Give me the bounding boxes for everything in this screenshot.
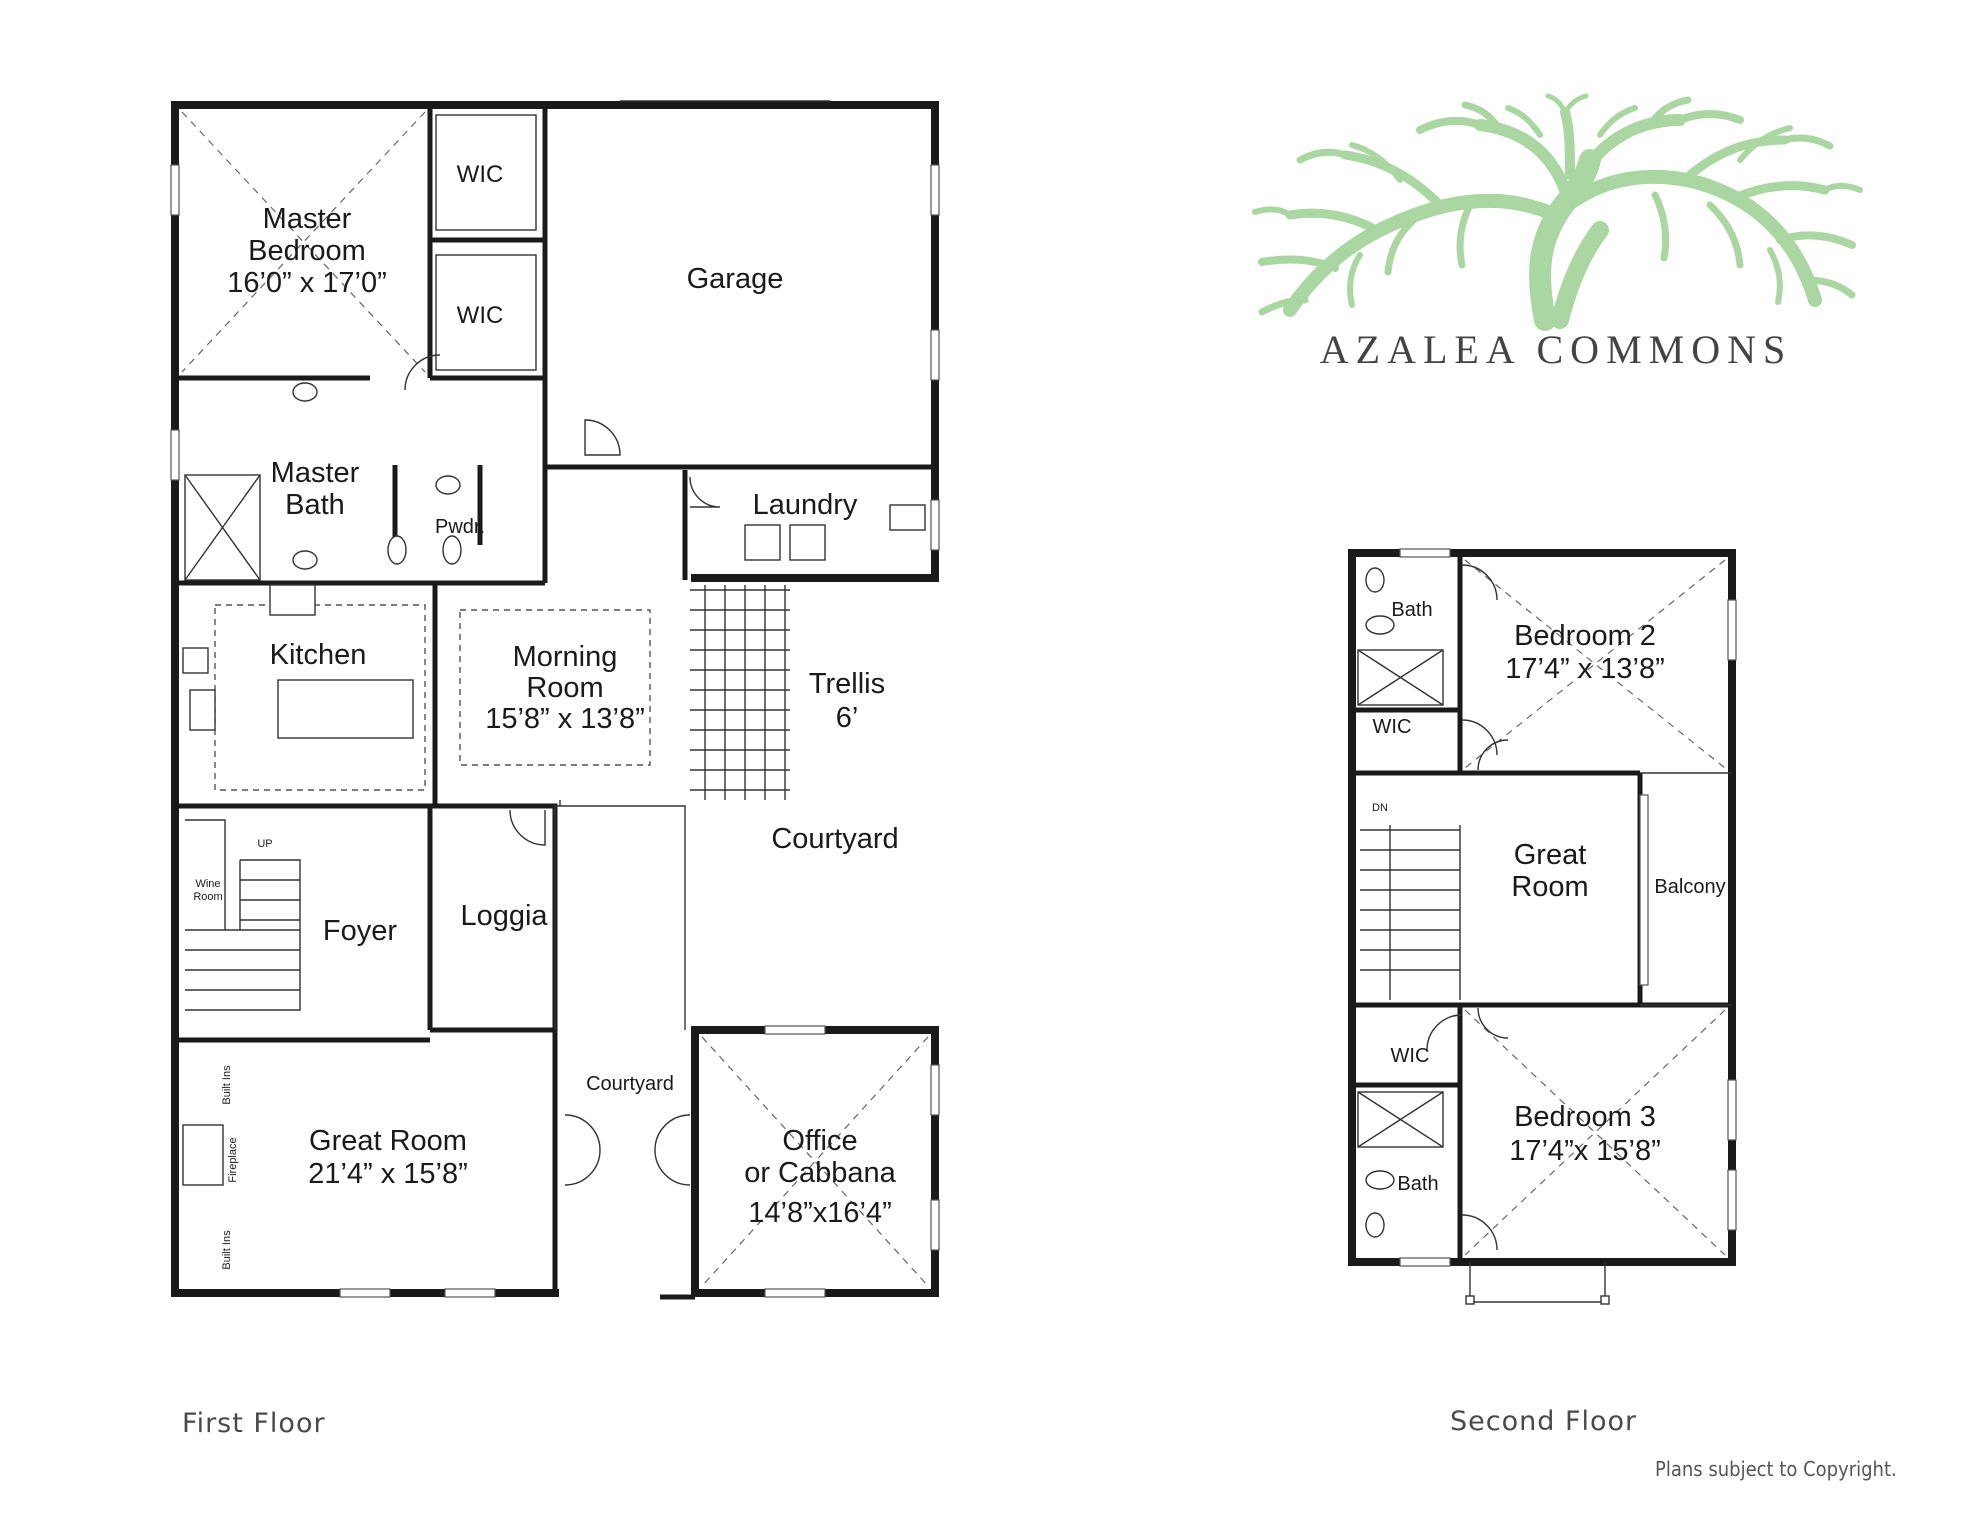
- first-floor-caption: First Floor: [182, 1408, 326, 1439]
- fireplace-label: Fireplace: [227, 1137, 239, 1182]
- built-ins-bottom-label: Built Ins: [221, 1230, 233, 1270]
- first-floor-labels: Master Bedroom 16’0” x 17’0” WIC WIC Gar…: [193, 161, 929, 1287]
- bedroom-3-label: Bedroom 3: [1514, 1101, 1656, 1133]
- brand-logo: AZALEA COMMONS: [1252, 93, 1863, 372]
- tree-logo-icon: [1252, 93, 1863, 331]
- wic-2-label: WIC: [457, 302, 504, 329]
- wic-1-label: WIC: [457, 161, 504, 188]
- wic-4-label: WIC: [1391, 1045, 1430, 1067]
- stair-up-label: UP: [257, 838, 272, 850]
- bedroom-2-dims: 17’4” x 13’8”: [1505, 653, 1665, 685]
- wine-room-name-2: Room: [193, 891, 222, 903]
- powder-room-label: Pwdr.: [435, 516, 485, 538]
- trellis-dims: 6’: [836, 702, 859, 734]
- built-ins-top-label: Built Ins: [221, 1065, 233, 1105]
- garage-label: Garage: [687, 263, 784, 295]
- bath-1-label: Bath: [1391, 599, 1432, 621]
- office-name-2: or Cabbana: [744, 1157, 896, 1189]
- second-floor-caption: Second Floor: [1450, 1406, 1637, 1437]
- copyright-notice: Plans subject to Copyright.: [1655, 1457, 1897, 1481]
- courtyard-small-label: Courtyard: [586, 1073, 674, 1095]
- second-floor-labels: Bath Bedroom 2 17’4” x 13’8” WIC DN Grea…: [1372, 599, 1726, 1195]
- bedroom-2-label: Bedroom 2: [1514, 620, 1656, 652]
- great-room-label: Great Room: [309, 1125, 467, 1157]
- office-dims: 14’8”x16’4”: [748, 1197, 891, 1229]
- morning-room-name-2: Room: [526, 672, 603, 704]
- first-floor-plan: [170, 100, 940, 1300]
- wic-3-label: WIC: [1373, 716, 1412, 738]
- kitchen-label: Kitchen: [270, 639, 367, 671]
- foyer-label: Foyer: [323, 915, 397, 947]
- trellis-label: Trellis: [809, 668, 885, 700]
- courtyard-main-label: Courtyard: [771, 823, 898, 855]
- morning-room-name-1: Morning: [513, 641, 618, 673]
- master-bath-name-2: Bath: [285, 489, 345, 521]
- great-room-2-name-2: Room: [1511, 871, 1588, 903]
- morning-room-dims: 15’8” x 13’8”: [485, 703, 645, 735]
- master-bedroom-dims: 16’0” x 17’0”: [227, 267, 387, 299]
- great-room-2-name-1: Great: [1514, 839, 1587, 871]
- master-bedroom-name-2: Bedroom: [248, 235, 366, 267]
- brand-name: AZALEA COMMONS: [1320, 327, 1792, 372]
- stair-down-label: DN: [1372, 802, 1388, 814]
- second-floor-stair: [1360, 825, 1461, 1000]
- wine-room-name-1: Wine: [195, 878, 220, 890]
- foyer-stair: [185, 819, 301, 1011]
- trellis-slats: [690, 585, 790, 800]
- second-floor-plan: [1348, 548, 1737, 1305]
- master-bath-name-1: Master: [271, 457, 360, 489]
- loggia-label: Loggia: [460, 900, 548, 932]
- master-bedroom-name-1: Master: [263, 203, 352, 235]
- bedroom-3-dims: 17’4”x 15’8”: [1509, 1135, 1661, 1167]
- bath-2-label: Bath: [1397, 1173, 1438, 1195]
- laundry-label: Laundry: [753, 489, 858, 521]
- balcony-label: Balcony: [1654, 876, 1725, 898]
- great-room-dims: 21’4” x 15’8”: [308, 1158, 468, 1190]
- office-name-1: Office: [782, 1125, 857, 1157]
